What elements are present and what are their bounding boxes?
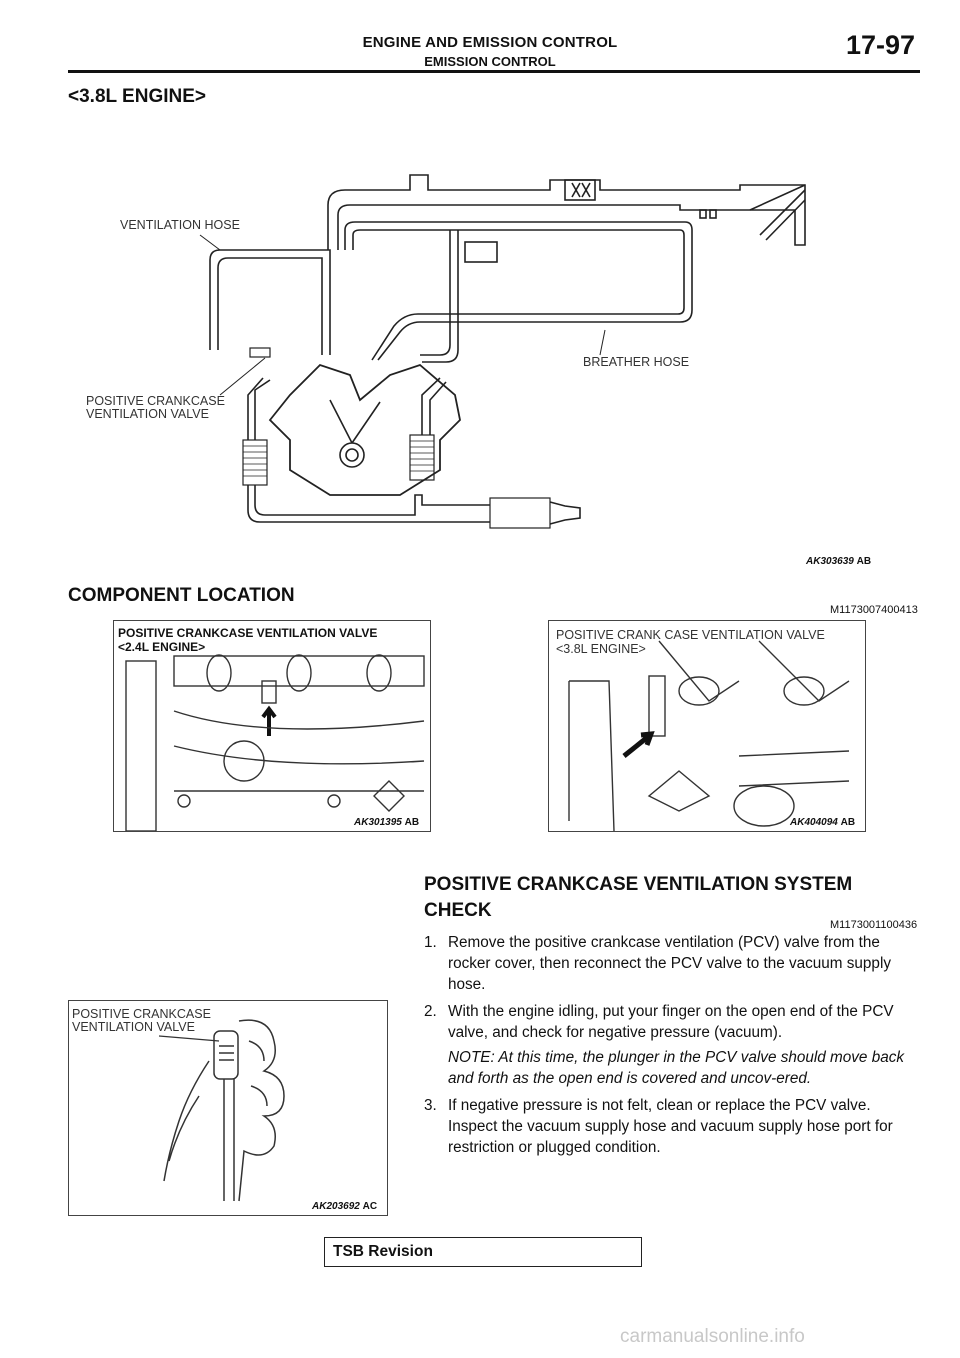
step-text: With the engine idling, put your finger … <box>448 1003 894 1041</box>
step-1: 1. Remove the positive crankcase ventila… <box>424 932 924 995</box>
tsb-revision-label: TSB Revision <box>333 1243 433 1260</box>
photo1-figure-code: AK301395 AB <box>354 817 419 828</box>
figure-code-suffix: AB <box>840 817 856 828</box>
figure-code: AK404094 <box>790 817 838 828</box>
engine-variant-heading: <3.8L ENGINE> <box>68 86 206 107</box>
pcv-check-heading-line2: CHECK <box>424 900 492 921</box>
photo2-label-line1: POSITIVE CRANK CASE VENTILATION VALVE <box>556 628 825 642</box>
figure-code-suffix: AB <box>856 556 872 567</box>
step-number: 2. <box>424 1003 437 1020</box>
step-text: Remove the positive crankcase ventilatio… <box>448 934 891 993</box>
photo1-label-line1: POSITIVE CRANKCASE VENTILATION VALVE <box>118 626 378 640</box>
hand-on-valve-drawing <box>158 1019 285 1202</box>
ventilation-system-diagram <box>199 174 806 529</box>
pcv-check-steps: 1. Remove the positive crankcase ventila… <box>424 932 924 1164</box>
figure-code: AK303639 <box>806 556 854 567</box>
photo3-figure-code: AK203692 AC <box>312 1201 377 1212</box>
page-number: 17-97 <box>846 30 916 60</box>
photo2-figure-code: AK404094 AB <box>790 817 855 828</box>
engine-2-4l-illustration <box>125 654 425 831</box>
pcv-check-heading-line1: POSITIVE CRANKCASE VENTILATION SYSTEM <box>424 874 853 895</box>
step-text: If negative pressure is not felt, clean … <box>448 1097 893 1156</box>
figure-code-suffix: AB <box>404 817 420 828</box>
pcv-valve-2-4l-photo <box>113 620 431 832</box>
header-title: ENGINE AND EMISSION CONTROL <box>362 34 618 51</box>
breather-hose-label: BREATHER HOSE <box>583 355 690 369</box>
photo1-label-line2: <2.4L ENGINE> <box>118 640 206 654</box>
step-number: 1. <box>424 934 437 951</box>
step-number: 3. <box>424 1097 437 1114</box>
diagram1-figure-code: AK303639 AB <box>806 556 871 567</box>
ventilation-hose-label: VENTILATION HOSE <box>120 218 240 232</box>
step-2: 2. With the engine idling, put your fing… <box>424 1001 924 1089</box>
header-subtitle: EMISSION CONTROL <box>424 54 556 69</box>
photo3-label-line1: POSITIVE CRANKCASE <box>72 1007 211 1021</box>
step-3: 3. If negative pressure is not felt, cle… <box>424 1095 924 1158</box>
photo2-label-line2: <3.8L ENGINE> <box>556 642 646 656</box>
component-location-heading: COMPONENT LOCATION <box>68 585 295 606</box>
tsb-revision-box: TSB Revision <box>324 1237 642 1267</box>
pcv-valve-label-line2: VENTILATION VALVE <box>86 407 209 421</box>
step-note: NOTE: At this time, the plunger in the P… <box>448 1049 905 1087</box>
pcv-valve-label-line1: POSITIVE CRANKCASE <box>86 394 225 408</box>
pcv-valve-finger-check-illustration <box>68 1000 388 1216</box>
photo3-label-line2: VENTILATION VALVE <box>72 1020 195 1034</box>
component-location-code: M1173007400413 <box>830 604 918 616</box>
figure-code: AK301395 <box>354 817 402 828</box>
watermark: carmanualsonline.info <box>620 1326 805 1347</box>
engine-3-8l-illustration <box>568 640 850 831</box>
pcv-valve-3-8l-photo <box>548 620 866 832</box>
figure-code: AK203692 <box>312 1201 360 1212</box>
header-rule <box>68 70 920 73</box>
pcv-check-code: M1173001100436 <box>830 919 918 931</box>
figure-code-suffix: AC <box>362 1201 378 1212</box>
